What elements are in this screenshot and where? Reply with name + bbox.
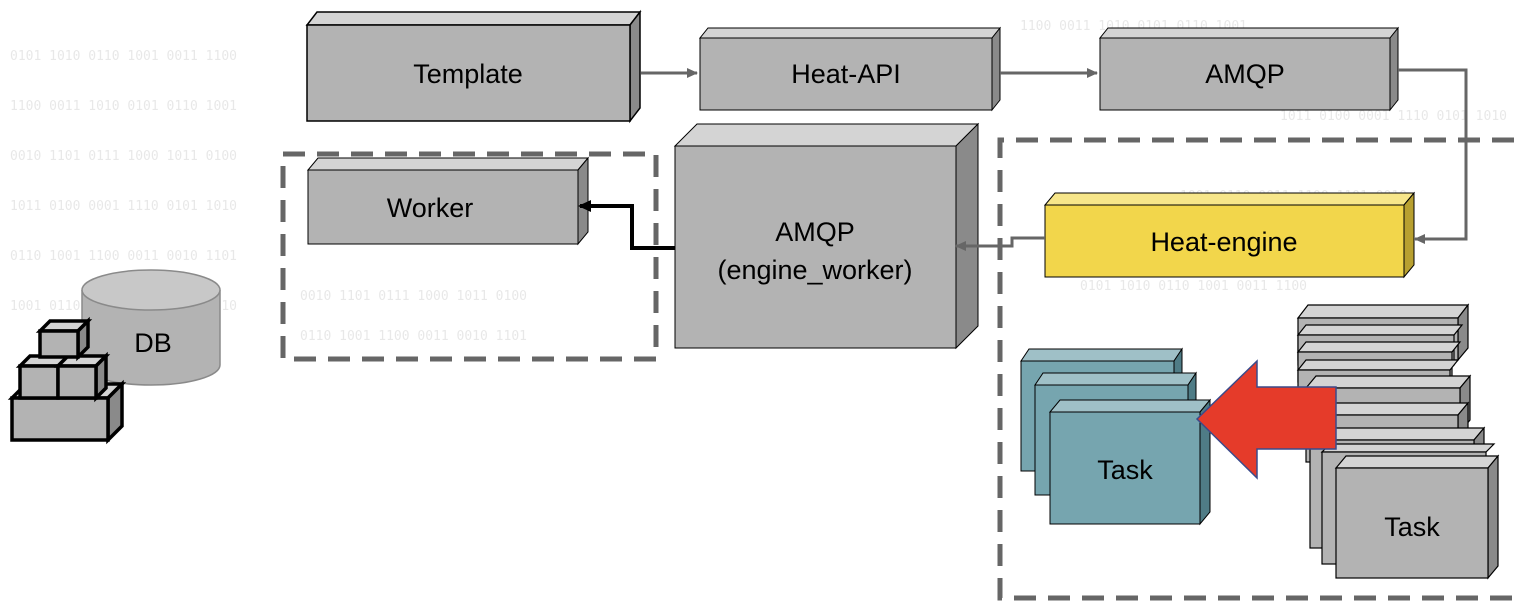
gray-task-stack: Task: [1296, 303, 1500, 580]
worker-label: Worker: [387, 193, 474, 223]
heat-api-label: Heat-API: [791, 59, 901, 89]
amqp-engine-worker-box: AMQP (engine_worker): [673, 122, 980, 350]
teal-task-stack: Task: [1020, 347, 1212, 526]
template-box: Template: [305, 9, 642, 124]
amqp-engine-label-line2: (engine_worker): [717, 255, 912, 285]
arrow-amqp-to-heat-engine: [1398, 68, 1468, 244]
binary-row: 0010 1101 0111 1000 1011 0100: [300, 289, 527, 304]
worker-box: Worker: [306, 156, 590, 246]
arrow-heat-engine-to-amqp-engine: [955, 236, 1045, 251]
binary-row: 1011 0100 0001 1110 0101 1010: [1280, 109, 1507, 124]
db-label: DB: [134, 328, 172, 358]
binary-row: 0101 1010 0110 1001 0011 1100: [1080, 279, 1307, 294]
binary-row: 0110 1001 1100 0011 0010 1101: [10, 249, 237, 264]
template-label: Template: [413, 59, 523, 89]
task-gray-label: Task: [1384, 512, 1440, 542]
engine-group-border: [997, 137, 1514, 601]
binary-row: 1011 0100 0001 1110 0101 1010: [10, 199, 237, 214]
stacked-cubes-icon: [7, 316, 127, 445]
arrow-amqp-engine-to-worker: [578, 200, 675, 250]
binary-row: 1100 0011 1010 0101 0110 1001: [10, 99, 237, 114]
heat-engine-label: Heat-engine: [1150, 227, 1297, 257]
heat-api-box: Heat-API: [698, 26, 1002, 112]
amqp-top-label: AMQP: [1205, 59, 1285, 89]
binary-row: 0110 1001 1100 0011 0010 1101: [300, 329, 527, 344]
binary-row: 0101 1010 0110 1001 0011 1100: [10, 49, 237, 64]
worker-group-border: [280, 151, 659, 362]
task-teal-label: Task: [1097, 455, 1153, 485]
binary-row: 0010 1101 0111 1000 1011 0100: [10, 149, 237, 164]
amqp-top-box: AMQP: [1098, 26, 1400, 112]
dispatch-arrow: [1195, 359, 1337, 480]
heat-engine-box: Heat-engine: [1043, 191, 1416, 279]
amqp-engine-label-line1: AMQP: [775, 217, 855, 247]
